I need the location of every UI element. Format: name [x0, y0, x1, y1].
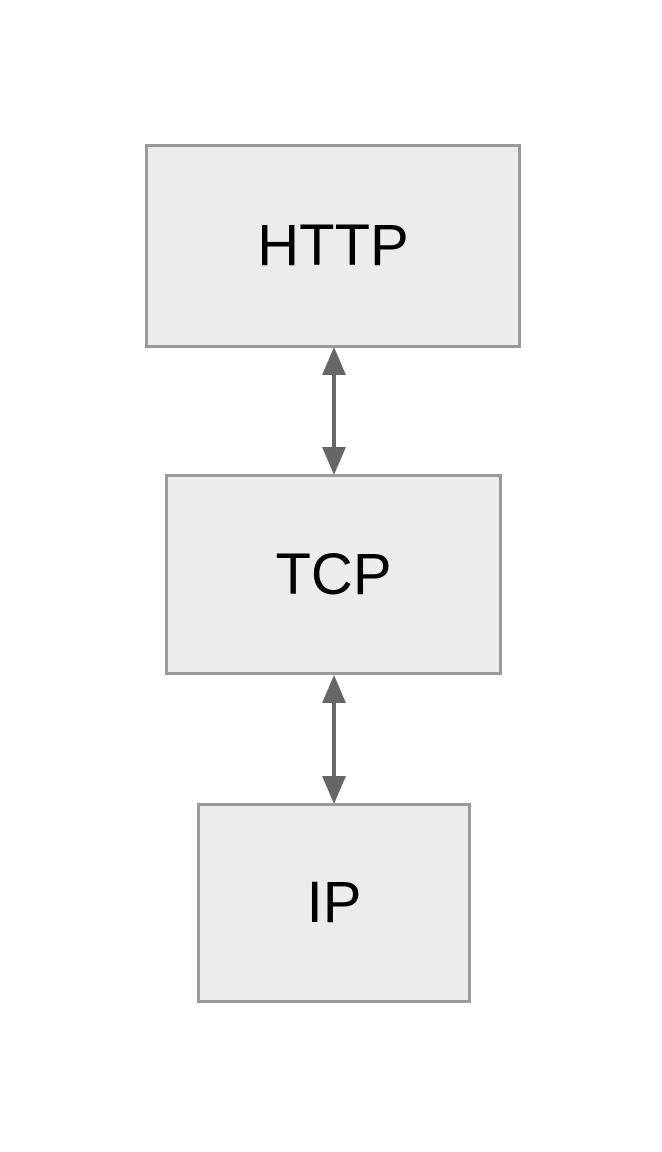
edge-tcp-ip-arrowhead-down — [322, 776, 346, 804]
diagram-node-http-label: HTTP — [257, 213, 409, 278]
diagram-node-ip[interactable]: IP — [197, 803, 471, 1003]
diagram-node-tcp-label: TCP — [275, 541, 392, 607]
diagram-edge-http-tcp-double-arrow — [322, 347, 346, 475]
edge-tcp-ip-arrowhead-up — [322, 675, 346, 703]
diagram-node-http[interactable]: HTTP — [145, 144, 521, 348]
diagram-node-ip-label: IP — [306, 870, 362, 935]
edge-http-tcp-arrowhead-up — [322, 347, 346, 375]
diagram-node-tcp[interactable]: TCP — [165, 474, 502, 675]
diagram-edge-tcp-ip-double-arrow — [322, 675, 346, 804]
edge-http-tcp-arrowhead-down — [322, 447, 346, 475]
